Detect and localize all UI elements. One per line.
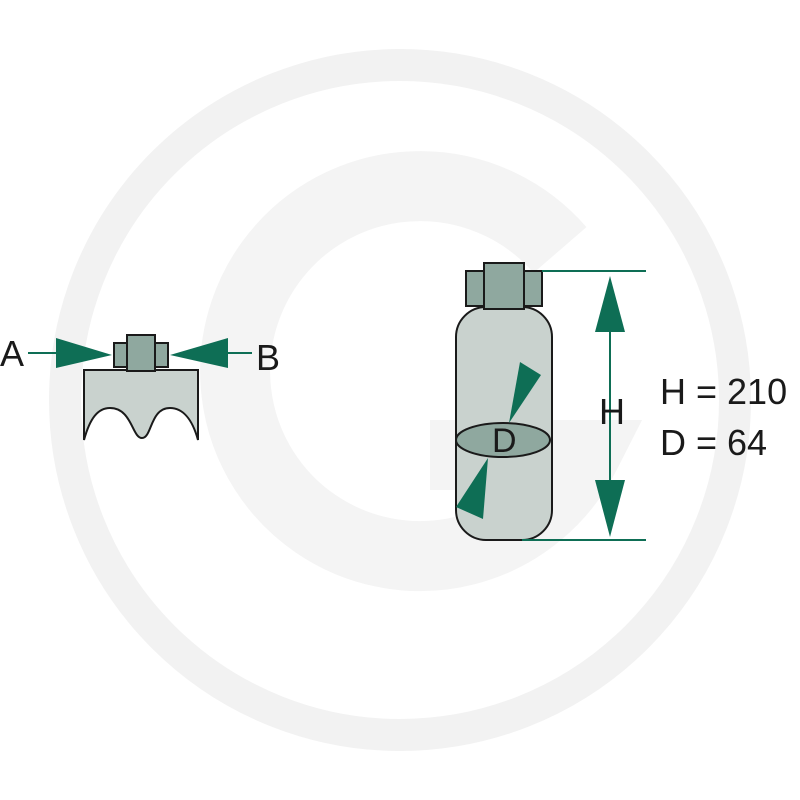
diameter-arrow-lower	[456, 458, 488, 519]
dimension-values: H = 210 D = 64	[660, 371, 787, 463]
diameter-symbol: D	[492, 422, 517, 460]
diameter-arrow-upper	[509, 362, 541, 423]
height-arrow-top	[595, 276, 625, 332]
watermark-logo	[49, 49, 751, 751]
height-arrow-bottom	[595, 480, 625, 537]
diameter-ellipse	[455, 422, 551, 458]
label-b: B	[256, 337, 280, 378]
diameter-value: D = 64	[660, 422, 767, 463]
height-symbol: H	[599, 391, 625, 432]
arrow-a-head	[56, 338, 112, 368]
fitting-center	[126, 334, 156, 372]
mount-body	[83, 369, 199, 441]
fitting-left-nut	[113, 342, 129, 368]
label-a: A	[0, 333, 24, 374]
arrow-b-head	[170, 338, 228, 368]
height-value: H = 210	[660, 371, 787, 412]
top-stem	[483, 262, 525, 310]
side-view: A B	[0, 333, 280, 441]
fitting-right-nut	[153, 342, 169, 368]
front-view: D H	[455, 262, 646, 541]
